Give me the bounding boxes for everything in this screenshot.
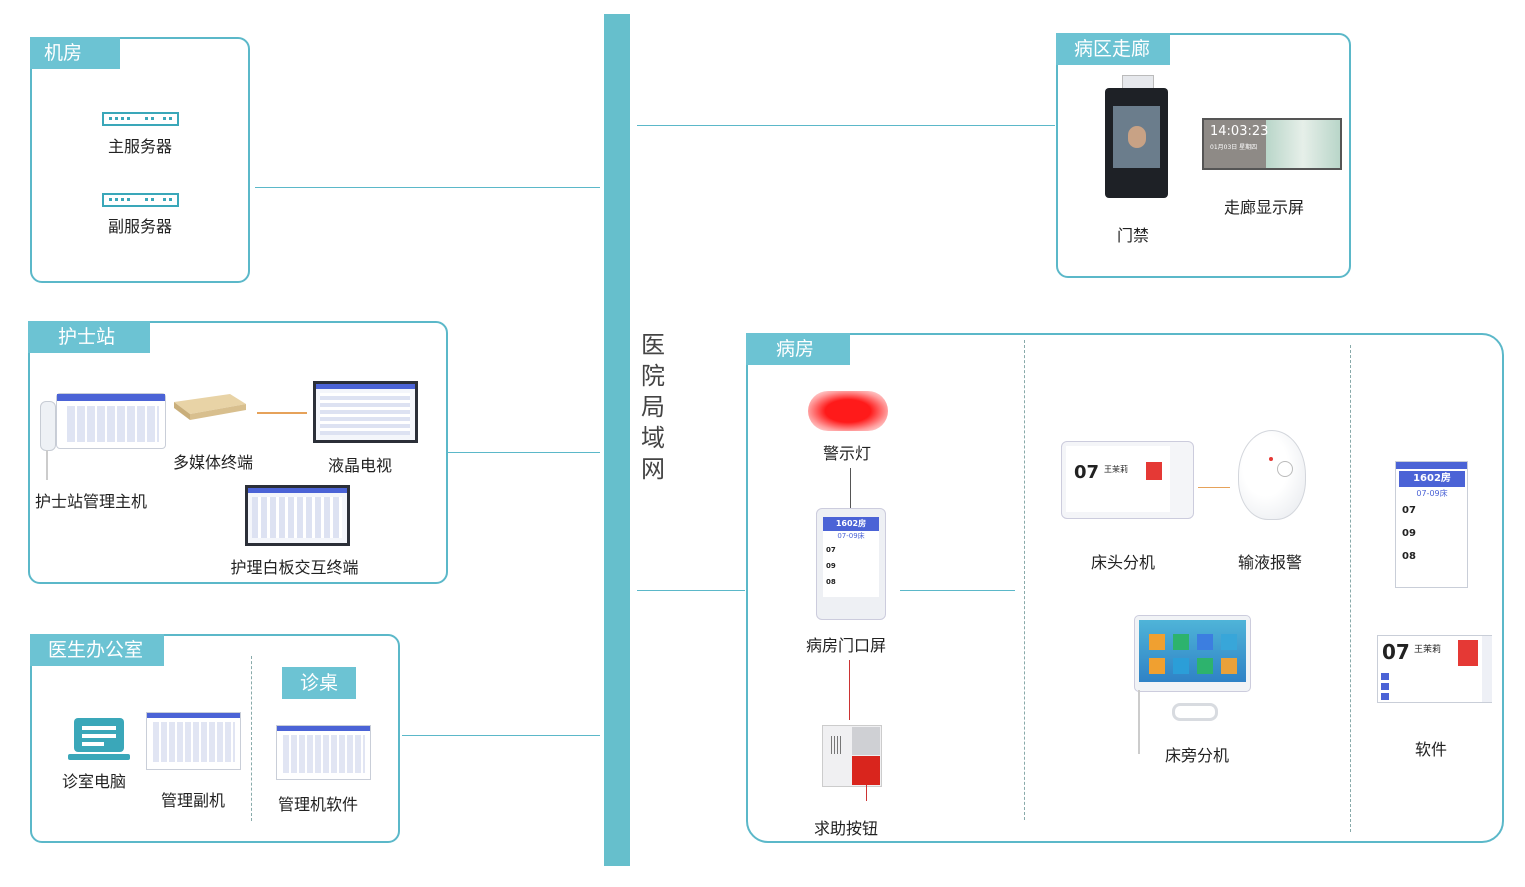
warning-light-label: 警示灯 xyxy=(822,444,871,463)
handset-icon xyxy=(40,401,56,451)
door-bed-3: 08 xyxy=(826,578,836,586)
media-tv-link xyxy=(257,412,307,414)
access-label: 门禁 xyxy=(1116,226,1149,245)
bedhead-patient: 王茉莉 xyxy=(1104,465,1128,474)
media-terminal-label: 多媒体终端 xyxy=(172,453,253,472)
bedhead-infusion-link xyxy=(1198,487,1230,488)
software-bed-range: 07-09床 xyxy=(1416,489,1448,498)
backup-server-icon xyxy=(102,193,179,207)
bedhead-label: 床头分机 xyxy=(1090,553,1155,572)
whiteboard-label: 护理白板交互终端 xyxy=(230,558,359,577)
link-ward xyxy=(637,590,745,591)
whiteboard-screen xyxy=(245,485,350,546)
software-bed-no: 07 xyxy=(1382,640,1410,664)
door-screen-device: 1602房 07-09床 07 09 08 xyxy=(816,508,886,620)
handset-cord xyxy=(46,450,48,480)
infusion-alarm-device xyxy=(1238,430,1306,520)
bedside-stand xyxy=(1172,703,1218,721)
software-patient: 王茉莉 xyxy=(1414,645,1442,655)
office-divider xyxy=(251,656,252,821)
bedside-handle xyxy=(1138,690,1140,754)
face-icon xyxy=(1128,126,1146,148)
clinic-pc-label: 诊室电脑 xyxy=(61,772,126,791)
ward-divider-1 xyxy=(1024,340,1025,820)
corridor-tab: 病区走廊 xyxy=(1056,33,1170,65)
software-alert xyxy=(1458,640,1478,666)
software-bedhead-screen: 07 王茉莉 xyxy=(1377,635,1492,703)
media-terminal-icon xyxy=(174,394,246,420)
lcd-tv-label: 液晶电视 xyxy=(327,456,392,475)
backup-server-label: 副服务器 xyxy=(107,217,172,236)
nurse-station-tab: 护士站 xyxy=(28,321,150,353)
bedhead-alert xyxy=(1146,462,1162,480)
call-button-device xyxy=(822,725,882,787)
door-screen-label: 病房门口屏 xyxy=(805,636,886,655)
primary-server-label: 主服务器 xyxy=(107,137,172,156)
bedside-label: 床旁分机 xyxy=(1164,746,1229,765)
corridor-display-label: 走廊显示屏 xyxy=(1223,198,1304,217)
ward-tab: 病房 xyxy=(746,333,850,365)
lcd-tv-screen xyxy=(313,381,418,443)
desk-software-label: 管理机软件 xyxy=(277,795,358,814)
doctor-office-tab: 医生办公室 xyxy=(30,634,164,666)
desk-software-screen xyxy=(276,725,371,780)
software-bed-1: 07 xyxy=(1402,505,1416,516)
display-time: 14:03:23 xyxy=(1210,124,1269,139)
software-label: 软件 xyxy=(1414,740,1447,759)
ward-divider-2 xyxy=(1350,345,1351,832)
secondary-label: 管理副机 xyxy=(160,791,225,810)
link-nurse-station xyxy=(448,452,600,453)
bedhead-bed-no: 07 xyxy=(1074,462,1100,483)
server-room-panel: 机房 xyxy=(30,37,250,283)
corridor-display: 14:03:23 01月03日 星期四 xyxy=(1202,118,1342,170)
desk-tab: 诊桌 xyxy=(282,667,356,699)
warning-light-icon xyxy=(808,391,888,431)
host-screen xyxy=(56,393,166,449)
network-backbone xyxy=(604,14,630,866)
door-bed-range: 07-09床 xyxy=(837,532,865,540)
door-button-link xyxy=(849,660,850,720)
call-button-label: 求助按钮 xyxy=(813,819,878,838)
infusion-alarm-label: 输液报警 xyxy=(1237,553,1302,572)
nurse-host-device xyxy=(40,393,166,453)
display-date: 01月03日 星期四 xyxy=(1210,144,1258,151)
server-room-tab: 机房 xyxy=(30,37,120,69)
bedhead-device: 07 王茉莉 xyxy=(1061,441,1194,519)
link-doctor-office xyxy=(402,735,600,736)
link-server-room xyxy=(255,187,600,188)
software-door-screen: 1602房 07-09床 07 09 08 xyxy=(1395,461,1468,588)
secondary-device xyxy=(146,712,241,770)
primary-server-icon xyxy=(102,112,179,126)
door-to-ward-link xyxy=(900,590,1015,591)
network-title: 医院局域网 xyxy=(641,331,665,483)
software-bed-2: 09 xyxy=(1402,528,1416,539)
clinic-pc-icon xyxy=(68,718,130,760)
light-link xyxy=(850,468,851,508)
door-bed-2: 09 xyxy=(826,562,836,570)
access-device xyxy=(1105,88,1168,198)
nurse-host-label: 护士站管理主机 xyxy=(34,492,147,511)
call-button-link xyxy=(866,785,867,801)
door-room-number: 1602房 xyxy=(823,517,879,531)
software-bed-3: 08 xyxy=(1402,551,1416,562)
call-button-red[interactable] xyxy=(852,756,880,785)
door-bed-1: 07 xyxy=(826,546,836,554)
nurse-station-panel: 护士站 xyxy=(28,321,448,584)
link-corridor xyxy=(637,125,1055,126)
software-room-number: 1602房 xyxy=(1399,471,1465,487)
bedside-device xyxy=(1134,615,1251,692)
